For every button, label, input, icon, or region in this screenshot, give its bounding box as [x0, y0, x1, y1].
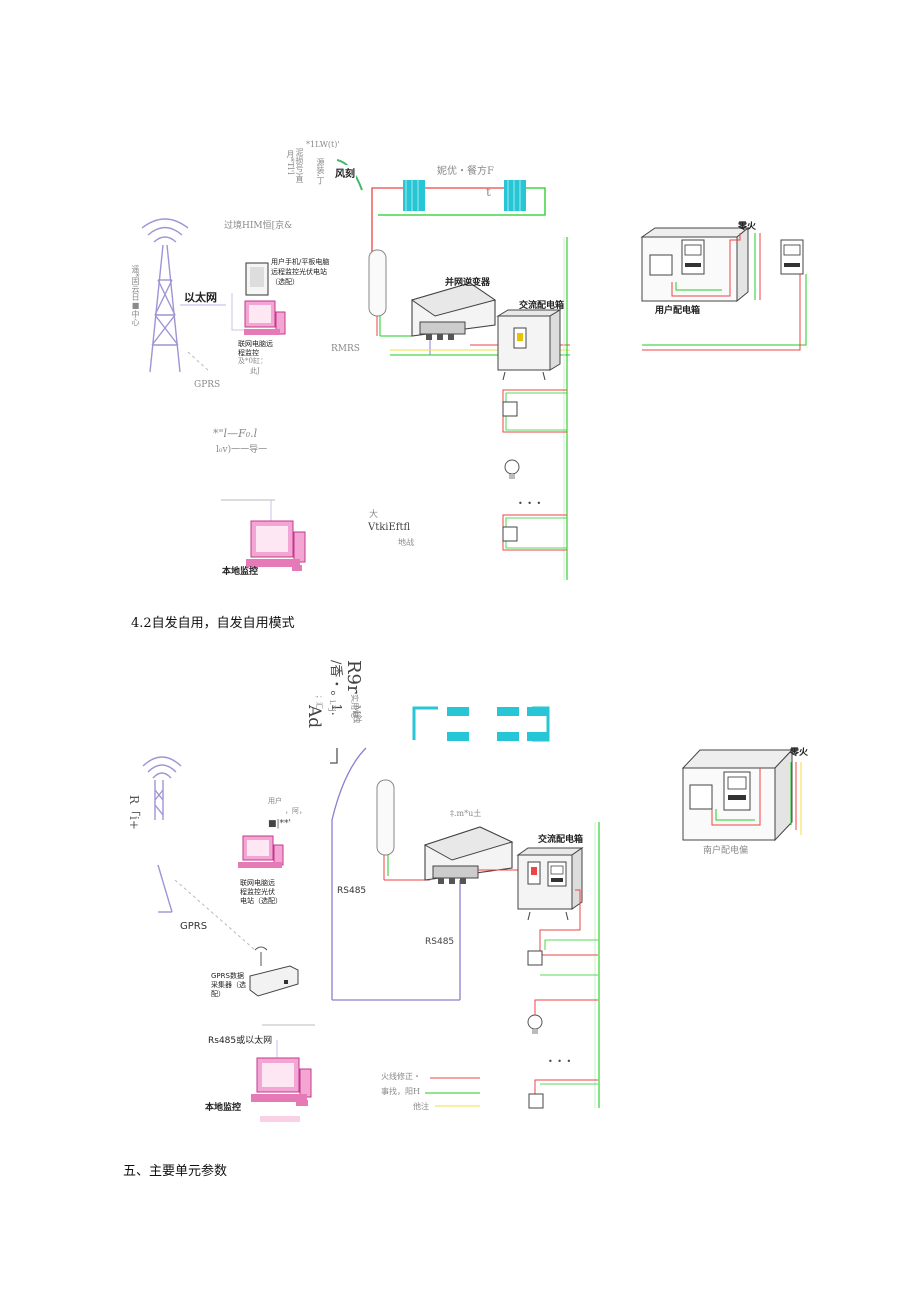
monitor-label: 过境HIM恒[京&: [224, 221, 293, 231]
inverter-icon: [410, 282, 497, 340]
local-monitor-label-2: 本地监控: [205, 1103, 242, 1113]
gprs-label-2: GPRS: [180, 921, 208, 932]
light-bulb-icon: [504, 459, 520, 479]
ethernet-label: 以太网: [184, 291, 217, 304]
section-caption-4-2: 4.2自发自用，自发自用模式: [131, 616, 295, 631]
user-box-label-2: 南户配电偏: [703, 846, 749, 856]
gprs-label: GPRS: [194, 380, 221, 390]
rs485-label-2: RS485: [425, 937, 455, 947]
rs485-label: RS485: [337, 886, 367, 896]
ac-box-label: 交流配电箱: [519, 301, 565, 311]
computer-icon: [244, 300, 286, 335]
more-dots-2: • • •: [548, 1057, 573, 1066]
radio-tower-icon: [141, 218, 189, 373]
solar-panel-icon: [527, 707, 549, 716]
zero-fire-label: 零火: [738, 222, 757, 232]
garbled-label-2: l₀v)一一导一: [216, 445, 268, 455]
top-label: 妮优・餐方F: [437, 166, 494, 177]
tower-side-label-2: R「i+: [127, 795, 141, 830]
solar-panel-icon: [403, 180, 425, 211]
legend-ground-label: 他注: [413, 1102, 429, 1111]
user-box-label: 用户配电箱: [655, 306, 701, 316]
pc-monitor-label: 联网电脑远程监控: [238, 340, 273, 357]
wind-note-2: 泥损号)直: [295, 148, 304, 184]
zero-fire-label-2: 零火: [790, 748, 809, 758]
wind-box-label: 风刻: [335, 169, 355, 180]
garbled-label-1: *"l—F₀.l: [213, 427, 258, 440]
legend-big-label: 大: [369, 510, 379, 520]
rmrs-label: RMRS: [331, 344, 360, 354]
solar-panel-icon: [497, 707, 519, 716]
wind-note-4: 源装,丁: [316, 158, 325, 185]
computer-icon: [246, 520, 306, 571]
top-label-t: t: [486, 185, 491, 199]
radio-tower-icon: [142, 756, 182, 913]
solar-panel-icon: [447, 732, 469, 741]
pc-monitor-label-2: 联网电脑远程监控光伏电站（选配）: [240, 879, 282, 905]
mobile-monitor-label: 用户手机/平板电脑远程监控光伏电站（选配）: [271, 258, 330, 286]
socket-icon: [527, 950, 543, 966]
user-note-2: ，阿，: [285, 807, 306, 815]
solar-panel-icon: [527, 732, 549, 741]
light-bulb-icon: [527, 1014, 543, 1034]
solar-panel-icon: [504, 180, 526, 211]
solar-panel-icon: [447, 707, 469, 716]
inverter-label: 并网逆变器: [445, 278, 491, 288]
rotated-label-3b: M蝕: [351, 705, 361, 724]
legend-b-label: 地战: [398, 538, 414, 547]
section-caption-5: 五、主要单元参数: [123, 1164, 228, 1179]
user-distribution-box-icon: [681, 748, 794, 842]
tower-side-label: 遥*固云日■中心: [131, 265, 140, 326]
rotated-label-3c: ；汇: [315, 695, 323, 709]
more-dots: • • •: [518, 499, 543, 508]
pc-sub-label: 及*0缸：: [238, 357, 267, 365]
gprs-collector-icon: [249, 946, 299, 997]
solar-panel-icon: [497, 732, 519, 741]
computer-icon: [251, 1057, 312, 1122]
socket-icon: [502, 401, 518, 417]
local-monitor-label: 本地监控: [222, 567, 259, 577]
ac-distribution-box-icon: [496, 309, 562, 381]
legend-a-label: VtkiEftfl: [368, 522, 411, 533]
rotated-label-2b: i.*j: [328, 700, 337, 712]
ac-box-label-2: 交流配电箱: [538, 835, 584, 845]
wind-note-3: 月*Tl'l: [286, 150, 295, 175]
wind-meter-icon: [334, 165, 356, 191]
legend-zero-label: 事找，阳H: [381, 1087, 420, 1096]
meter-icon: [780, 239, 804, 275]
inverter-note: ‡.m*u土: [450, 809, 482, 818]
inverter-icon: [423, 826, 514, 884]
user-note-3: ■|**': [268, 819, 292, 829]
rs485-ethernet-label: Rs485或以太网: [208, 1036, 273, 1046]
socket-icon: [528, 1093, 544, 1109]
pc-sub-label-2: 此J: [250, 367, 260, 375]
user-note: 用户: [268, 797, 282, 805]
legend-fire-label: 火线修正・: [381, 1072, 421, 1081]
ac-distribution-box-icon: [516, 847, 584, 921]
combiner-icon: [376, 779, 395, 856]
socket-icon: [502, 526, 518, 542]
computer-icon: [238, 835, 284, 868]
gprs-collector-label: GPRS数据采集器（选配）: [211, 972, 246, 998]
rotated-label-1: R9r: [343, 660, 364, 694]
